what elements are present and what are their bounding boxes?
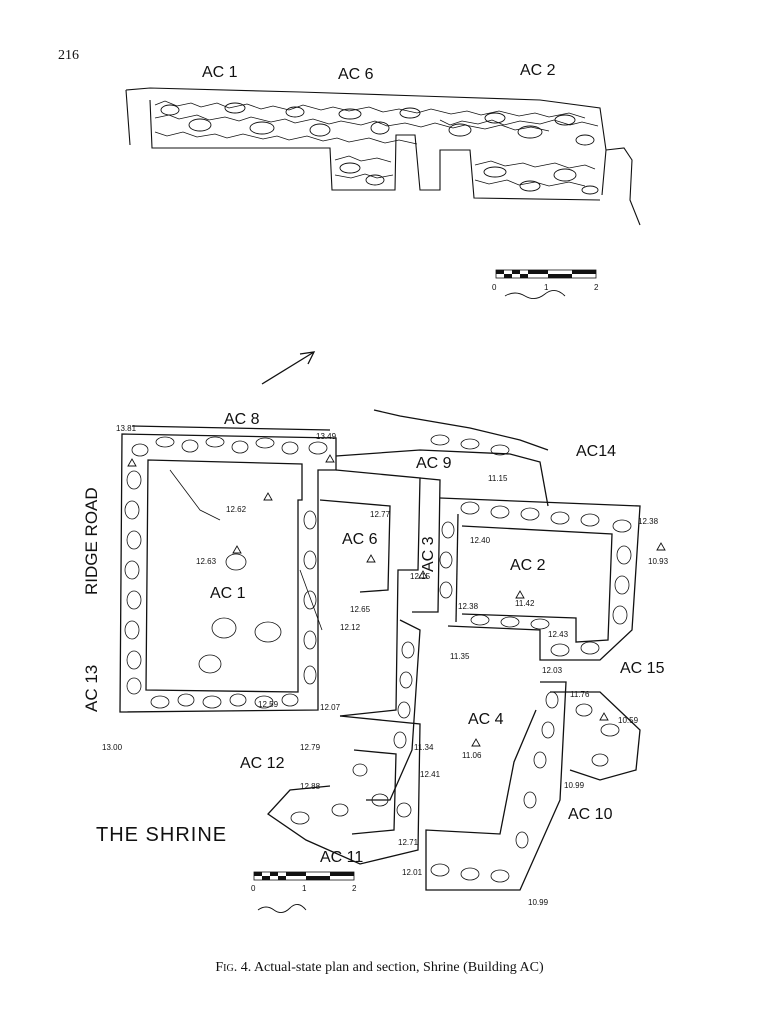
wall-stones-lower	[290, 434, 620, 825]
wall-stones-ac4	[393, 641, 559, 883]
room-label-ac10: AC 10	[568, 806, 613, 823]
section-scale-tick-0: 0	[492, 283, 497, 292]
elevation-label: 12.88	[300, 782, 321, 791]
elevation-label: 12.40	[470, 536, 491, 545]
elevation-label: 11.06	[462, 751, 482, 760]
wall-stones-ac2	[439, 501, 632, 657]
room-label-ac12: AC 12	[240, 755, 285, 772]
section-label-ac1: AC 1	[202, 64, 238, 81]
elevation-label: 11.15	[488, 474, 508, 483]
plan-scale-bar	[253, 871, 355, 913]
elevation-label: 12.71	[398, 838, 419, 847]
section-scale-tick-1: 1	[544, 283, 549, 292]
figure-number: Fig. 4.	[215, 960, 252, 975]
room-label-ac6: AC 6	[342, 531, 378, 548]
plan-scale-tick-2: 2	[352, 884, 357, 893]
room-label-ac9: AC 9	[416, 455, 452, 472]
elevation-label: 10.93	[648, 557, 669, 566]
elevation-label: 12.07	[320, 703, 341, 712]
elevation-label: 12.41	[420, 770, 441, 779]
elevation-label: 12.12	[340, 623, 361, 632]
room-label-ac2: AC 2	[510, 557, 546, 574]
room-label-ac15: AC 15	[620, 660, 665, 677]
elevation-label: 11.34	[414, 743, 434, 752]
elevation-label: 12.77	[370, 510, 391, 519]
wall-stones-ac1	[124, 436, 328, 709]
elevation-label: 12.38	[638, 517, 659, 526]
elevation-label: 10.59	[618, 716, 639, 725]
north-arrow-icon	[261, 351, 316, 385]
room-label-ac3: AC 3	[420, 536, 437, 572]
plan-title: THE SHRINE	[96, 824, 228, 846]
elevation-label: 12.63	[196, 557, 217, 566]
elevation-label: 10.99	[528, 898, 549, 907]
section-label-ac6: AC 6	[338, 66, 374, 83]
plan-scale-tick-0: 0	[251, 884, 256, 893]
elevation-label: 10.99	[564, 781, 585, 790]
elevation-label: 12.01	[402, 868, 423, 877]
plan-scale-tick-1: 1	[302, 884, 307, 893]
room-label-ac1: AC 1	[210, 585, 246, 602]
section-label-ac2: AC 2	[520, 62, 556, 79]
room-label-ac14: AC14	[576, 443, 617, 460]
elevation-label: 11.35	[450, 652, 470, 661]
section-scale-bar	[495, 269, 597, 299]
elevation-label: 12.62	[226, 505, 247, 514]
elevation-label: 12.79	[300, 743, 321, 752]
elevation-label: 11.42	[515, 599, 535, 608]
page-number: 216	[58, 48, 79, 63]
road-label: RIDGE ROAD	[82, 487, 101, 595]
elevation-label: 12.38	[458, 602, 479, 611]
section-scale-tick-2: 2	[594, 283, 599, 292]
elevation-label: 13.81	[116, 424, 137, 433]
elevation-label: 13.00	[102, 743, 123, 752]
room-label-ac8: AC 8	[224, 411, 260, 428]
figure-caption: Fig. 4. Actual-state plan and section, S…	[0, 960, 759, 976]
elevation-label: 12.65	[350, 605, 371, 614]
room-label-ac4: AC 4	[468, 711, 504, 728]
section-drawing	[125, 87, 641, 299]
elevation-label: 11.76	[570, 690, 590, 699]
room-label-ac13: AC 13	[82, 664, 101, 712]
elevation-label: 12.15	[410, 572, 431, 581]
elevation-label: 12.59	[258, 700, 279, 709]
elevation-label: 12.03	[542, 666, 563, 675]
figure-caption-text: Actual-state plan and section, Shrine (B…	[251, 960, 544, 975]
room-label-ac11: AC 11	[320, 849, 364, 866]
plan-drawing	[119, 351, 666, 913]
elevation-label: 13.49	[316, 432, 337, 441]
elevation-label: 12.43	[548, 630, 569, 639]
